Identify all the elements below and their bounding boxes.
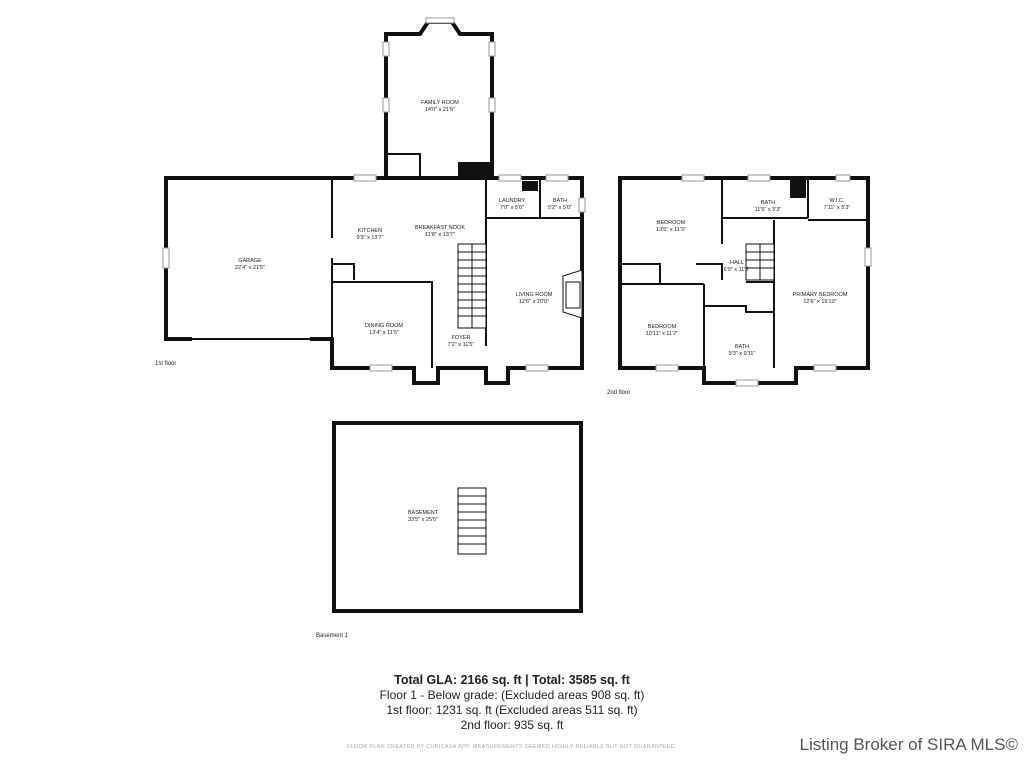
- room-kitchen-dim: 9'3" x 13'7": [356, 235, 383, 241]
- room-kitchen-name: KITCHEN: [358, 228, 382, 234]
- basement-plan: [332, 421, 583, 613]
- summary-below-grade: Floor 1 - Below grade: (Excluded areas 9…: [379, 688, 645, 702]
- summary-first-floor: 1st floor: 1231 sq. ft (Excluded areas 5…: [386, 703, 638, 717]
- room-laundry-dim: 7'0" x 5'0": [500, 205, 524, 211]
- room-foyer-name: FOYER: [452, 335, 471, 341]
- summary-second-floor: 2nd floor: 935 sq. ft: [460, 718, 564, 732]
- room-dining-room-name: DINING ROOM: [365, 323, 403, 329]
- floor-plan: FAMILY ROOM 14'0" x 21'5" GARAGE 22'4" x…: [155, 17, 872, 639]
- room-primary-bedroom-name: PRIMARY BEDROOM: [793, 292, 848, 298]
- floor-label-second: 2nd floor: [607, 390, 630, 396]
- first-floor-stairs: [458, 244, 486, 328]
- listing-watermark: Listing Broker of SIRA MLS©: [799, 735, 1018, 754]
- room-breakfast-nook-name: BREAKFAST NOOK: [415, 225, 465, 231]
- floor-label-first: 1st floor: [155, 361, 176, 367]
- room-basement-name: BASEMENT: [408, 510, 439, 516]
- disclaimer-text: FLOOR PLAN CREATED BY CUBICASA APP. MEAS…: [347, 744, 677, 750]
- first-floor-plan: [162, 17, 586, 385]
- room-living-room-dim: 12'6" x 20'0": [519, 299, 549, 305]
- room-bath3-dim: 9'3" x 9'11": [729, 351, 756, 357]
- room-family-room-name: FAMILY ROOM: [421, 100, 459, 106]
- room-basement-dim: 33'5" x 25'5": [408, 517, 438, 523]
- room-bedroom2-dim: 10'11" x 11'2": [646, 331, 678, 337]
- room-bath2-dim: 11'5" x 5'3": [755, 207, 782, 213]
- room-bath2-name: BATH: [761, 200, 775, 206]
- room-laundry-name: LAUNDRY: [499, 198, 526, 204]
- room-breakfast-nook-dim: 11'8" x 13'7": [425, 232, 455, 238]
- room-foyer-dim: 7'2" x 11'5": [448, 342, 475, 348]
- room-family-room-dim: 14'0" x 21'5": [425, 107, 455, 113]
- room-wic-dim: 7'11" x 5'3": [824, 205, 851, 211]
- room-hall-name: HALL: [730, 260, 744, 266]
- fireplace: [562, 269, 583, 319]
- room-bath1-name: BATH: [553, 198, 567, 204]
- summary-total-gla: Total GLA: 2166 sq. ft | Total: 3585 sq.…: [394, 673, 630, 687]
- room-bath3-name: BATH: [735, 344, 749, 350]
- area-summary: Total GLA: 2166 sq. ft | Total: 3585 sq.…: [0, 673, 1024, 733]
- room-hall-dim: 6'9" x 11'8": [724, 267, 751, 273]
- room-wic-name: W.I.C.: [830, 198, 845, 204]
- room-garage-dim: 22'4" x 21'5": [235, 265, 265, 271]
- room-bedroom1-dim: 13'5" x 11'3": [656, 227, 686, 233]
- room-primary-bedroom-dim: 12'6" x 19'10": [803, 299, 836, 305]
- floor-label-basement: Basement 1: [316, 633, 349, 639]
- room-living-room-name: LIVING ROOM: [516, 292, 553, 298]
- room-garage-name: GARAGE: [238, 258, 262, 264]
- second-floor-plan: [618, 174, 872, 387]
- room-bath1-dim: 5'2" x 5'0": [548, 205, 572, 211]
- room-bedroom1-name: BEDROOM: [657, 220, 686, 226]
- room-bedroom2-name: BEDROOM: [648, 324, 677, 330]
- room-dining-room-dim: 13'4" x 11'5": [369, 330, 399, 336]
